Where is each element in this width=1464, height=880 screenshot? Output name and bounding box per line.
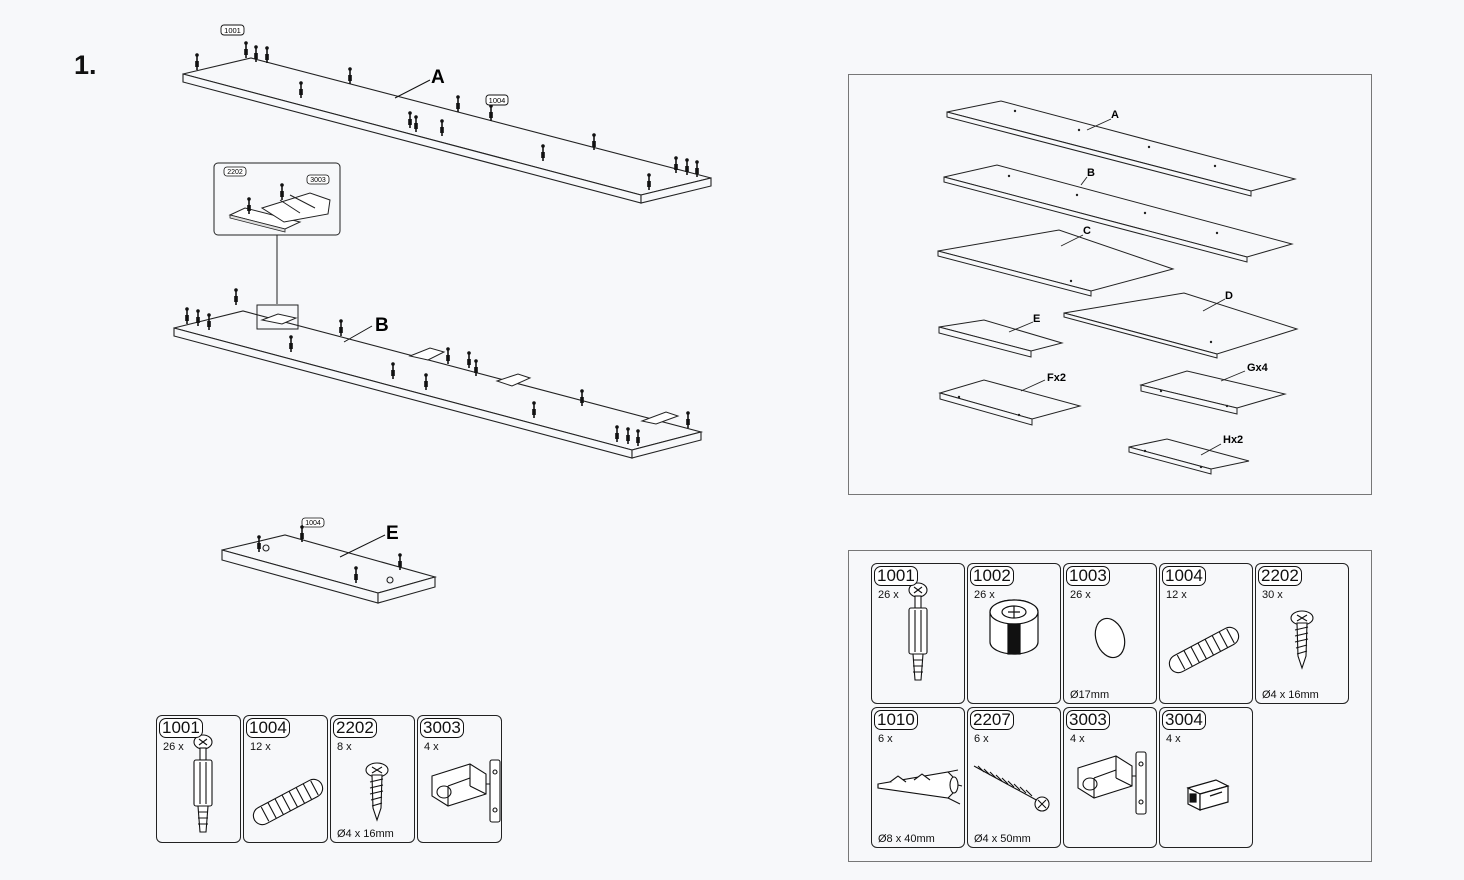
cam-bolt-icon bbox=[908, 582, 928, 681]
hardware-cell-1002: 1002 26 x bbox=[967, 563, 1061, 704]
part-code: 1001 bbox=[874, 566, 918, 586]
part-code: 1003 bbox=[1066, 566, 1110, 586]
overview-label-c: C bbox=[1083, 225, 1091, 237]
part-dimension: Ø4 x 16mm bbox=[337, 828, 394, 840]
catch-icon bbox=[1186, 779, 1230, 811]
label-e: E bbox=[386, 523, 399, 544]
part-quantity: 30 x bbox=[1262, 589, 1283, 601]
step-number: 1. bbox=[74, 50, 97, 80]
hardware-cell-3003: 3003 4 x bbox=[417, 715, 502, 843]
part-code: 3003 bbox=[1066, 710, 1110, 730]
hardware-cell-1001: 1001 26 x bbox=[156, 715, 241, 843]
hinge-detail: 2202 3003 bbox=[213, 162, 341, 236]
callout-2202: 2202 bbox=[227, 169, 243, 176]
part-quantity: 6 x bbox=[974, 733, 989, 745]
hardware-cell-2202: 2202 8 x Ø4 x 16mm bbox=[330, 715, 415, 843]
dowel-icon bbox=[1168, 626, 1240, 674]
hardware-cell-1001: 1001 26 x bbox=[871, 563, 965, 704]
overview-label-e: E bbox=[1033, 313, 1040, 325]
hardware-cell-1003: 1003 26 x Ø17mm bbox=[1063, 563, 1157, 704]
part-quantity: 12 x bbox=[250, 741, 271, 753]
panel-b-hinges bbox=[260, 313, 680, 425]
part-code: 1004 bbox=[246, 718, 290, 738]
hardware-cell-1010: 1010 6 x Ø8 x 40mm bbox=[871, 707, 965, 848]
long-screw-icon bbox=[973, 765, 1050, 812]
overview-label-a: A bbox=[1111, 109, 1119, 121]
part-quantity: 26 x bbox=[1070, 589, 1091, 601]
overview-label-h: Hx2 bbox=[1223, 434, 1243, 446]
screw-icon bbox=[365, 762, 389, 822]
dowel-icon bbox=[252, 778, 324, 826]
overview-label-f: Fx2 bbox=[1047, 372, 1066, 384]
label-a: A bbox=[431, 67, 445, 88]
hardware-cell-2207: 2207 6 x Ø4 x 50mm bbox=[967, 707, 1061, 848]
part-quantity: 8 x bbox=[337, 741, 352, 753]
panel-b bbox=[173, 310, 704, 459]
part-quantity: 4 x bbox=[1166, 733, 1181, 745]
part-quantity: 26 x bbox=[163, 741, 184, 753]
part-code: 1001 bbox=[159, 718, 203, 738]
part-quantity: 6 x bbox=[878, 733, 893, 745]
hardware-cell-1004: 1004 12 x bbox=[1159, 563, 1253, 704]
callout-3003: 3003 bbox=[310, 177, 326, 184]
label-b: B bbox=[375, 315, 389, 336]
part-code: 2202 bbox=[1258, 566, 1302, 586]
part-dimension: Ø8 x 40mm bbox=[878, 833, 935, 845]
cam-bolt-icon bbox=[193, 734, 213, 833]
part-code: 2207 bbox=[970, 710, 1014, 730]
panel-a bbox=[182, 57, 712, 204]
part-code: 3004 bbox=[1162, 710, 1206, 730]
callout-1004: 1004 bbox=[489, 96, 506, 105]
assembly-drawing: A 1001 1004 2202 3003 B bbox=[173, 24, 712, 604]
part-quantity: 4 x bbox=[424, 741, 439, 753]
part-dimension: Ø17mm bbox=[1070, 689, 1110, 701]
hinge-icon bbox=[431, 759, 501, 823]
part-quantity: 26 x bbox=[878, 589, 899, 601]
parts-overview-box: A B C D E Fx2 Gx4 Hx2 bbox=[848, 74, 1372, 495]
part-code: 1002 bbox=[970, 566, 1014, 586]
hardware-inventory-box bbox=[848, 550, 1372, 862]
part-dimension: Ø4 x 16mm bbox=[1262, 689, 1319, 701]
part-code: 3003 bbox=[420, 718, 464, 738]
panel-e bbox=[221, 534, 438, 604]
hinge-icon bbox=[1077, 751, 1147, 815]
cover-cap-icon bbox=[1094, 617, 1126, 659]
screw-icon bbox=[1290, 610, 1314, 670]
part-dimension: Ø4 x 50mm bbox=[974, 833, 1031, 845]
parts-overview-drawing: A B C D E Fx2 Gx4 Hx2 bbox=[937, 100, 1299, 475]
hardware-cell-3003: 3003 4 x bbox=[1063, 707, 1157, 848]
part-quantity: 26 x bbox=[974, 589, 995, 601]
overview-label-b: B bbox=[1087, 167, 1095, 179]
part-quantity: 12 x bbox=[1166, 589, 1187, 601]
wall-plug-icon bbox=[877, 769, 963, 805]
part-code: 2202 bbox=[333, 718, 377, 738]
hardware-cell-1004: 1004 12 x bbox=[243, 715, 328, 843]
hardware-cell-2202: 2202 30 x Ø4 x 16mm bbox=[1255, 563, 1349, 704]
part-code: 1010 bbox=[874, 710, 918, 730]
callout-1001: 1001 bbox=[224, 26, 241, 35]
overview-label-d: D bbox=[1225, 290, 1233, 302]
callout-e-1004: 1004 bbox=[305, 520, 321, 527]
overview-label-g: Gx4 bbox=[1247, 362, 1269, 374]
part-quantity: 4 x bbox=[1070, 733, 1085, 745]
part-code: 1004 bbox=[1162, 566, 1206, 586]
cam-lock-icon bbox=[989, 599, 1039, 655]
hardware-cell-3004: 3004 4 x bbox=[1159, 707, 1253, 848]
